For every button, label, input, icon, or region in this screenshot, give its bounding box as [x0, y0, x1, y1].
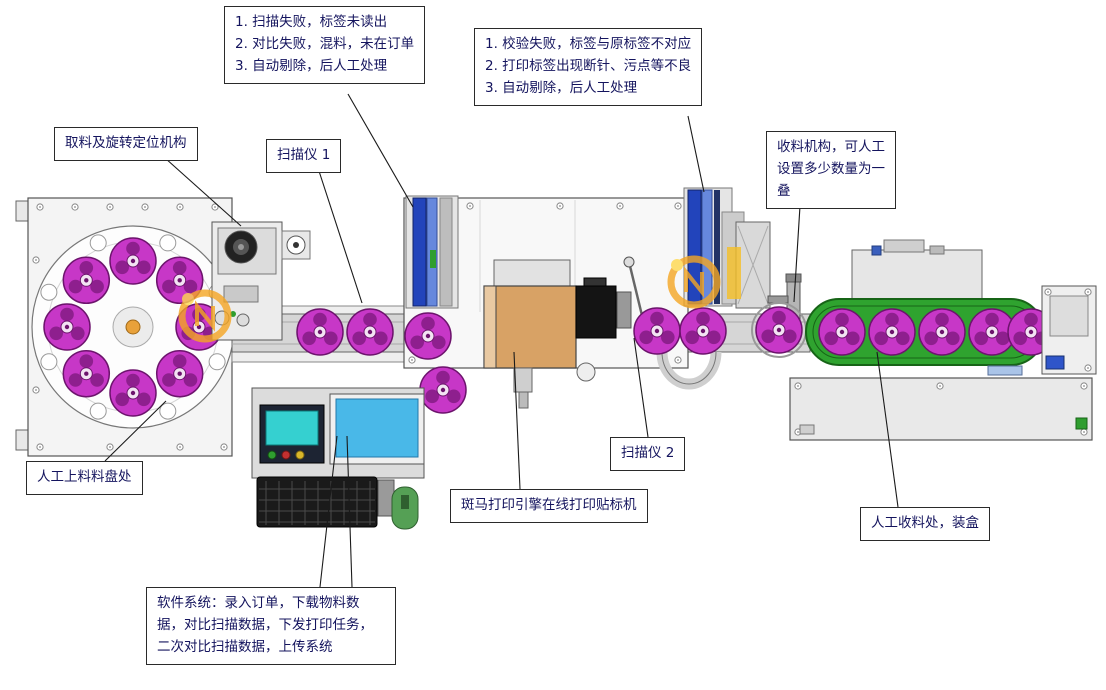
- watermark-logo: [667, 247, 741, 309]
- keyboard: [256, 476, 378, 528]
- material-reel: [679, 307, 727, 355]
- pick-rotate-mechanism: [211, 221, 311, 341]
- scanner-1-unit: [405, 195, 459, 309]
- callout-line: 3. 自动剔除，后人工处理: [485, 79, 638, 96]
- material-reel: [62, 349, 111, 398]
- material-reel: [155, 349, 204, 398]
- feeder-turntable: [15, 197, 235, 457]
- lever-knob: [623, 256, 635, 268]
- callout-line: 1. 校验失败，标签与原标签不对应: [485, 36, 692, 52]
- material-reel: [419, 366, 467, 414]
- print-engine-body: [483, 285, 577, 369]
- mouse: [391, 486, 419, 530]
- callout-pick-rotate: 取料及旋转定位机构: [54, 127, 198, 161]
- control-computer: [251, 387, 425, 530]
- panel-button-red: [281, 450, 291, 460]
- panel-button-green: [267, 450, 277, 460]
- callout-verify-fail: 1. 校验失败，标签与原标签不对应 2. 打印标签出现断针、污点等不良 3. 自…: [474, 28, 703, 106]
- vertical-actuator: [735, 221, 771, 309]
- callout-line: 1. 扫描失败，标签未读出: [235, 14, 388, 30]
- callout-software-system: 软件系统：录入订单，下载物料数据，对比扫描数据，下发打印任务，二次对比扫描数据，…: [146, 587, 396, 665]
- material-reel: [755, 306, 803, 354]
- material-reel: [109, 237, 157, 285]
- material-reel: [633, 307, 681, 355]
- right-end-unit: [987, 285, 1097, 376]
- callout-line: 3. 自动剔除，后人工处理: [235, 57, 388, 74]
- material-reel: [346, 308, 394, 356]
- callout-collect-mechanism: 收料机构，可人工设置多少数量为一叠: [766, 131, 896, 209]
- watermark-logo: [178, 289, 232, 343]
- material-reel: [296, 308, 344, 356]
- outfeed-table: [789, 377, 1093, 441]
- callout-line: 2. 对比失败，混料，未在订单: [235, 35, 415, 52]
- callout-scanner1: 扫描仪 1: [266, 139, 342, 173]
- turntable-hub: [125, 319, 141, 335]
- panel-screen: [265, 410, 319, 446]
- callout-manual-feed: 人工上料料盘处: [26, 461, 143, 495]
- callout-manual-collect: 人工收料处，装盒: [860, 507, 990, 541]
- callout-scan-fail: 1. 扫描失败，标签未读出 2. 对比失败，混料，未在订单 3. 自动剔除，后人…: [224, 6, 426, 84]
- material-reel: [404, 312, 452, 360]
- callout-scanner2: 扫描仪 2: [610, 437, 686, 471]
- material-reel: [868, 308, 916, 356]
- material-reel: [43, 303, 91, 351]
- output-green-conveyor: [805, 239, 1055, 366]
- panel-button-yellow: [295, 450, 305, 460]
- callout-zebra-printer: 斑马打印引擎在线打印贴标机: [450, 489, 648, 523]
- label-applicator: [575, 256, 648, 382]
- zebra-print-engine: [483, 259, 577, 409]
- material-reel: [818, 308, 866, 356]
- material-reel: [918, 308, 966, 356]
- callout-line: 2. 打印标签出现断针、污点等不良: [485, 57, 692, 74]
- material-reel: [109, 369, 157, 417]
- material-reel: [62, 256, 111, 305]
- leader-lines: [104, 93, 899, 588]
- monitor-screen: [335, 398, 419, 458]
